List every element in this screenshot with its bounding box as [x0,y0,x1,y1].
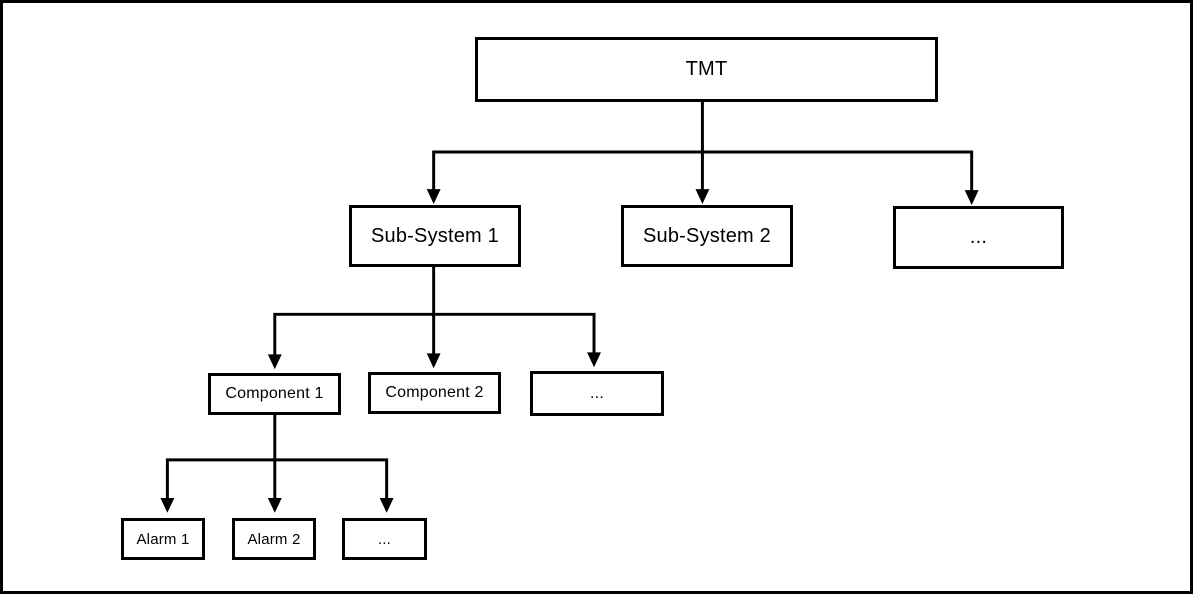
edge-group-component-1 [165,410,389,510]
arrowhead-icon [695,189,710,204]
node-alarm-ellipsis: ... [342,518,427,560]
arrowhead-icon [426,353,441,369]
node-component-ellipsis: ... [530,371,664,416]
edge-group-root [432,101,974,202]
node-tmt: TMT [475,37,938,102]
node-sub-system-ellipsis: ... [893,206,1064,269]
node-component-1: Component 1 [208,373,341,415]
arrowheads-component-1 [160,497,394,513]
arrowhead-icon [160,497,175,513]
node-component-2: Component 2 [368,372,501,414]
arrowhead-icon [379,497,394,513]
node-sub-system-1: Sub-System 1 [349,205,521,267]
node-sub-system-2: Sub-System 2 [621,205,793,267]
arrowheads-subsystem-1 [267,352,601,370]
arrowhead-icon [587,352,601,368]
edge-group-subsystem-1 [273,264,596,366]
arrowhead-icon [426,189,441,204]
arrowhead-icon [964,190,979,205]
node-alarm-1: Alarm 1 [121,518,205,560]
arrowhead-icon [267,497,282,513]
connector-lines [160,101,979,513]
arrowhead-icon [267,354,282,370]
node-alarm-2: Alarm 2 [232,518,316,560]
arrowheads-root [426,189,979,205]
